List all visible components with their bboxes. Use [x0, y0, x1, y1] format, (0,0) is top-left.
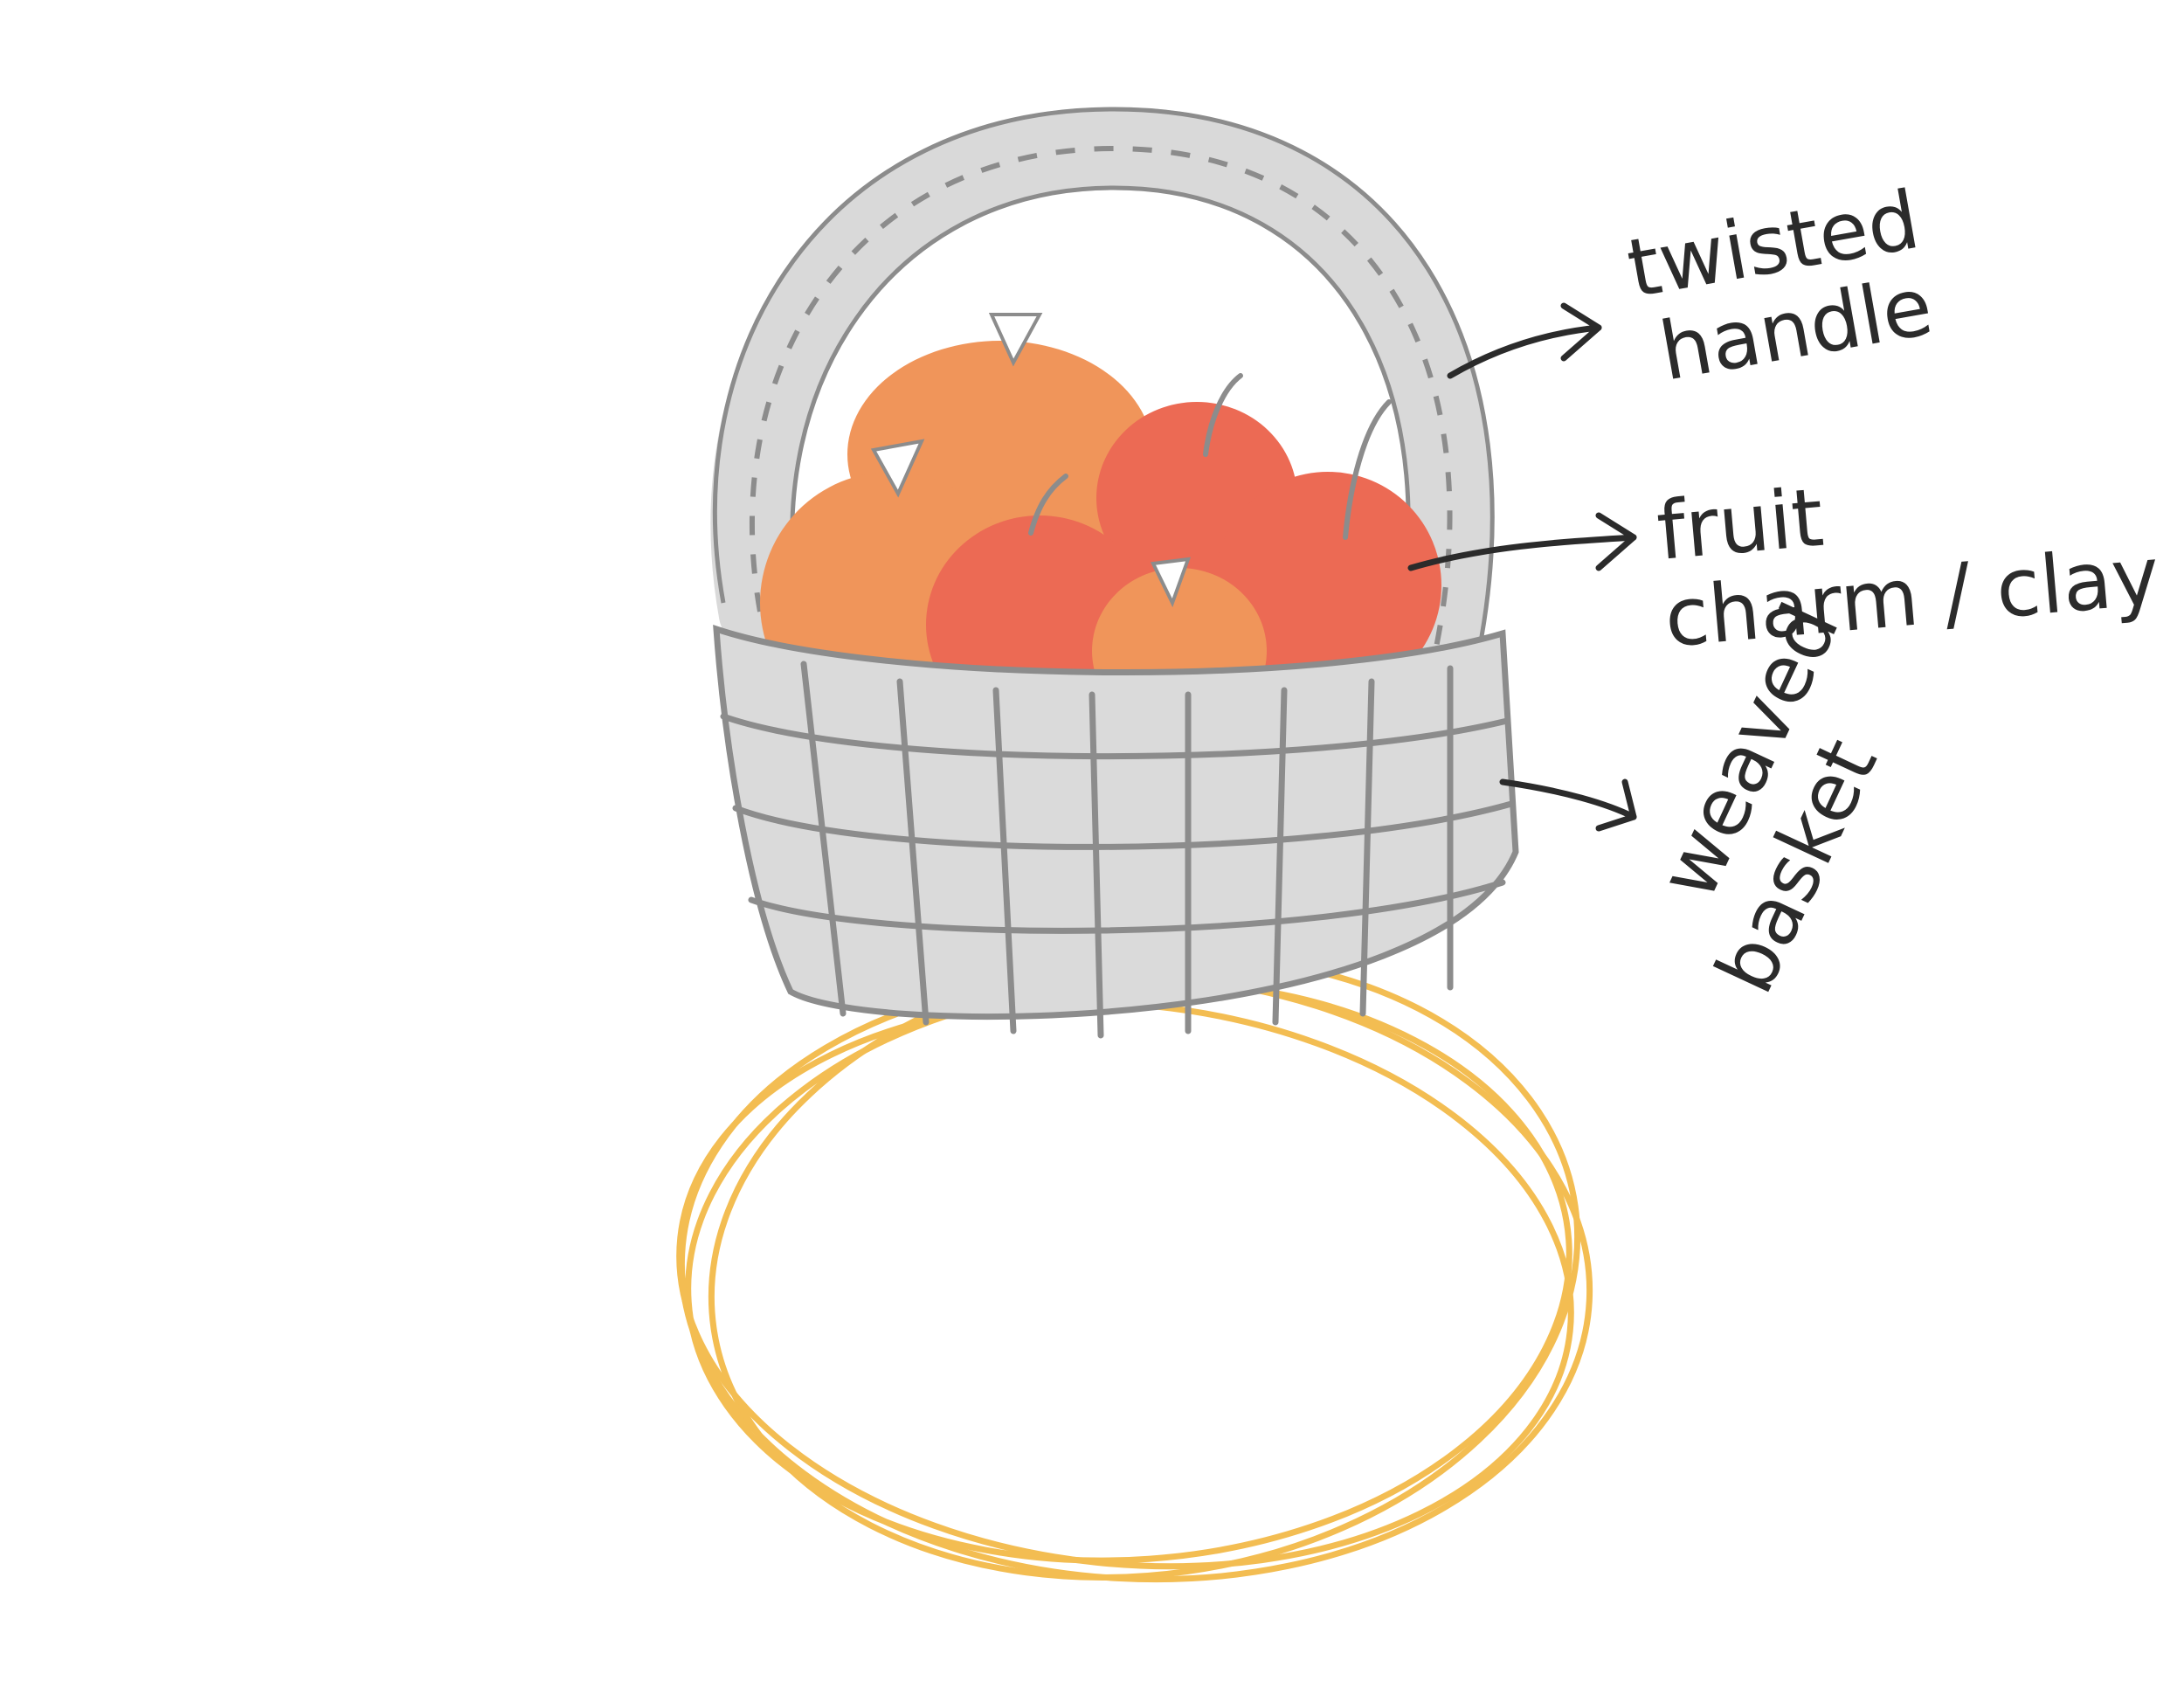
- red-fruit: [1214, 472, 1441, 699]
- annotation-labels: twisted handle fruit charm / clay weaved…: [1621, 169, 2163, 1007]
- arrow-handle: [1447, 324, 1602, 379]
- callout-arrows: [1407, 302, 1637, 832]
- weaved-basket: [713, 625, 1519, 1039]
- arrow-fruit: [1407, 534, 1637, 571]
- twisted-handle: [710, 107, 1495, 706]
- arrow-basket: [1499, 778, 1637, 820]
- label-fruit-charm: fruit charm / clay: [1654, 442, 2163, 666]
- fruit-cluster: [760, 313, 1441, 734]
- label-twisted-handle: twisted handle: [1621, 169, 1966, 402]
